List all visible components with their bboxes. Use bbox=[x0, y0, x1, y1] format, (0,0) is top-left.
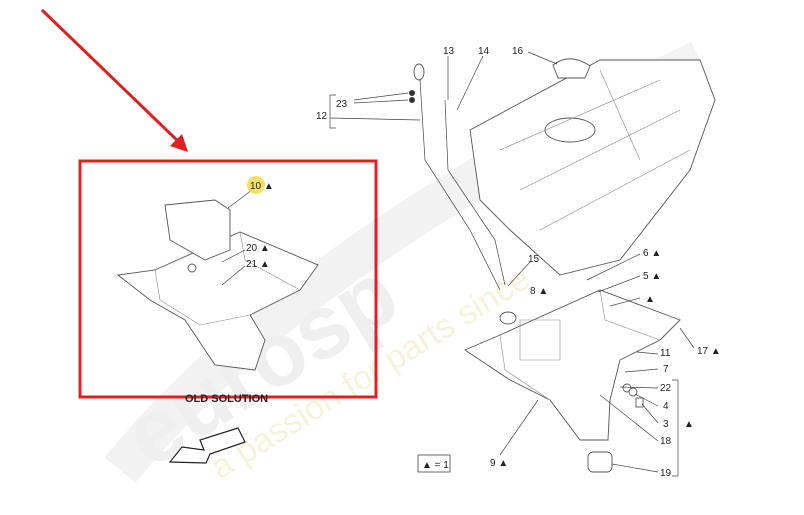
red-arrow-icon bbox=[40, 8, 188, 152]
callout-10: 10 ▲ bbox=[250, 181, 274, 192]
callout-6: 6 ▲ bbox=[643, 248, 661, 259]
callout-15: 15 bbox=[528, 254, 540, 265]
callout-21: 21 ▲ bbox=[246, 259, 270, 270]
callout-triangle: ▲ bbox=[645, 294, 655, 305]
callout-20: 20 ▲ bbox=[246, 243, 270, 254]
callout-14: 14 bbox=[478, 46, 490, 57]
callout-22: 22 bbox=[660, 383, 672, 394]
callout-3-group-triangle: ▲ bbox=[684, 419, 694, 430]
callout-18: 18 bbox=[660, 436, 672, 447]
callout-19: 19 bbox=[660, 468, 672, 479]
callout-8: 8 ▲ bbox=[530, 286, 548, 297]
old-solution-label: OLD SOLUTION bbox=[185, 393, 268, 405]
callout-23: 23 bbox=[336, 99, 348, 110]
old-oil-sump-drawing bbox=[116, 189, 319, 371]
callout-11: 11 bbox=[660, 348, 671, 359]
callout-13: 13 bbox=[443, 46, 455, 57]
callout-12: 12 bbox=[316, 111, 328, 122]
callout-10-highlight bbox=[247, 176, 265, 194]
engine-block-drawing bbox=[469, 58, 716, 276]
legend-box bbox=[417, 454, 451, 473]
callout-5: 5 ▲ bbox=[643, 271, 661, 282]
callout-4: 4 bbox=[663, 401, 669, 412]
callout-17: 17 ▲ bbox=[697, 346, 721, 357]
old-solution-box bbox=[78, 159, 378, 399]
callout-3: 3 bbox=[663, 419, 669, 430]
callout-7: 7 bbox=[663, 364, 669, 375]
callout-9: 9 ▲ bbox=[490, 458, 508, 469]
callout-16: 16 bbox=[512, 46, 524, 57]
leader-lines bbox=[329, 51, 695, 477]
new-oil-sump-drawing bbox=[464, 289, 681, 473]
dipstick-drawing bbox=[409, 63, 506, 291]
legend-text: ▲ = 1 bbox=[422, 460, 449, 471]
outline-arrow-icon bbox=[168, 427, 246, 464]
